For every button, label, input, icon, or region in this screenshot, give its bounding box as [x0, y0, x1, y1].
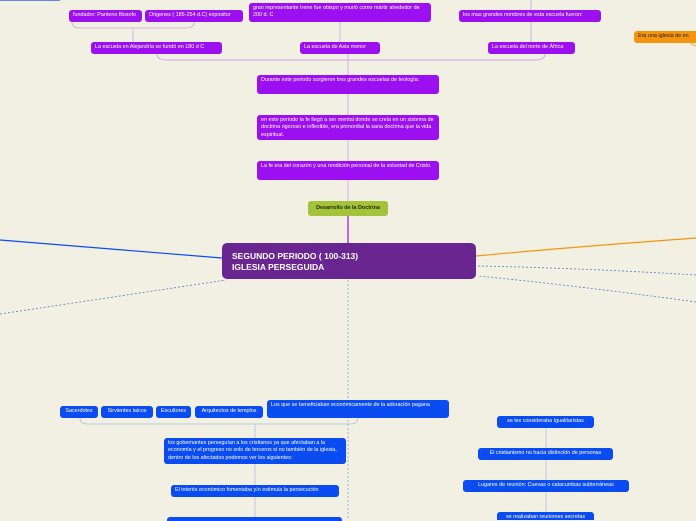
connector-founder-bracket	[71, 21, 195, 29]
node-lugares[interactable]: Lugares de reunión: Cuevas o catacumbas …	[463, 480, 629, 492]
node-beneficiaban-text: Los que se beneficiaban económicamente d…	[271, 402, 430, 408]
node-secretas[interactable]: se realizaban reuniones secretas	[497, 512, 594, 520]
connector-left-main	[0, 239, 223, 259]
node-founder[interactable]: fundador: Panteno filosofo	[69, 10, 142, 22]
node-mental-text: en este periodo la fe llegó a ser mental…	[261, 117, 434, 138]
node-arquitectos[interactable]: Arquitectos de templos	[195, 406, 263, 418]
node-escultores-text: Escultores	[160, 408, 187, 414]
central-topic[interactable]: SEGUNDO PERIODO ( 100-313) IGLESIA PERSE…	[222, 243, 476, 279]
node-desarrollo[interactable]: Desarrollo de la Doctrina	[308, 201, 388, 216]
node-irene[interactable]: gran representante Irene fue obispo y mu…	[249, 3, 431, 22]
connector-bottom-left-bracket	[79, 417, 359, 425]
node-iglesia-text: Era una iglesia de en	[638, 33, 689, 39]
node-sirvientes[interactable]: Sirvientes laicos	[101, 406, 153, 418]
node-names[interactable]: los mas grandes nombres de esta escuela …	[459, 10, 601, 22]
node-irene-text: gran representante Irene fue obispo y mu…	[253, 5, 420, 19]
node-sirvientes-text: Sirvientes laicos	[107, 408, 147, 414]
connector-schools-bracket	[156, 53, 546, 61]
node-mental[interactable]: en este periodo la fe llegó a ser mental…	[257, 115, 439, 140]
node-sacerdotes[interactable]: Sacerdotes	[60, 406, 98, 418]
node-igualitarias-text: se les consideraba Igualitaristas	[507, 418, 584, 424]
node-founder-text: fundador: Panteno filosofo	[73, 12, 136, 18]
node-bottom-partial[interactable]	[167, 517, 342, 521]
node-alejandria[interactable]: La escuela en Alejandría se fundó en 180…	[91, 42, 222, 54]
node-secretas-text: se realizaban reuniones secretas	[505, 514, 586, 520]
node-alejandria-text: La escuela en Alejandría se fundó en 180…	[95, 44, 205, 50]
node-names-text: los mas grandes nombres de esta escuela …	[463, 12, 583, 18]
node-distincion[interactable]: El cristianismo no hacia distinción de p…	[478, 448, 613, 460]
node-origenes[interactable]: Origenes ( 185-254 d.C) expositor	[145, 10, 243, 22]
connector-dashed-right-1	[477, 265, 696, 276]
connector-orange-main	[475, 237, 696, 257]
node-gobernantes-text: los gobernantes perseguían a los cristia…	[168, 440, 337, 461]
node-sacerdotes-text: Sacerdotes	[65, 408, 93, 414]
node-corazon-text: La fe era del corazón y una rendición pe…	[261, 163, 432, 169]
node-arquitectos-text: Arquitectos de templos	[201, 408, 257, 414]
node-teologia[interactable]: Durante este periodo surgieron tres gran…	[257, 75, 439, 94]
connector-dashed-right-2	[477, 275, 696, 303]
node-asia[interactable]: La escuela de Asia menor	[300, 42, 380, 54]
node-gobernantes[interactable]: los gobernantes perseguían a los cristia…	[164, 438, 346, 464]
node-iglesia[interactable]: Era una iglesia de en	[634, 31, 696, 43]
node-origenes-text: Origenes ( 185-254 d.C) expositor	[149, 12, 231, 18]
node-interes[interactable]: El interés económico fomentaba y/o estim…	[171, 485, 339, 497]
node-distincion-text: El cristianismo no hacia distinción de p…	[489, 450, 602, 456]
node-beneficiaban[interactable]: Los que se beneficiaban económicamente d…	[267, 400, 449, 418]
node-interes-text: El interés económico fomentaba y/o estim…	[175, 487, 319, 493]
node-corazon[interactable]: La fe era del corazón y una rendición pe…	[257, 161, 439, 180]
node-lugares-text: Lugares de reunión: Cuevas o catacumbas …	[478, 482, 614, 488]
connector-dashed-left	[0, 279, 227, 315]
node-teologia-text: Durante este periodo surgieron tres gran…	[261, 77, 420, 83]
node-asia-text: La escuela de Asia menor	[304, 44, 367, 50]
node-igualitarias[interactable]: se les consideraba Igualitaristas	[497, 416, 594, 428]
central-subtitle: IGLESIA PERSEGUIDA	[232, 262, 325, 273]
central-title: SEGUNDO PERIODO ( 100-313)	[232, 251, 359, 261]
node-desarrollo-text: Desarrollo de la Doctrina	[316, 205, 380, 211]
node-escultores[interactable]: Escultores	[156, 406, 191, 418]
node-africa-text: La escuela del norte de África	[492, 44, 564, 50]
node-africa[interactable]: La escuela del norte de África	[488, 42, 575, 54]
